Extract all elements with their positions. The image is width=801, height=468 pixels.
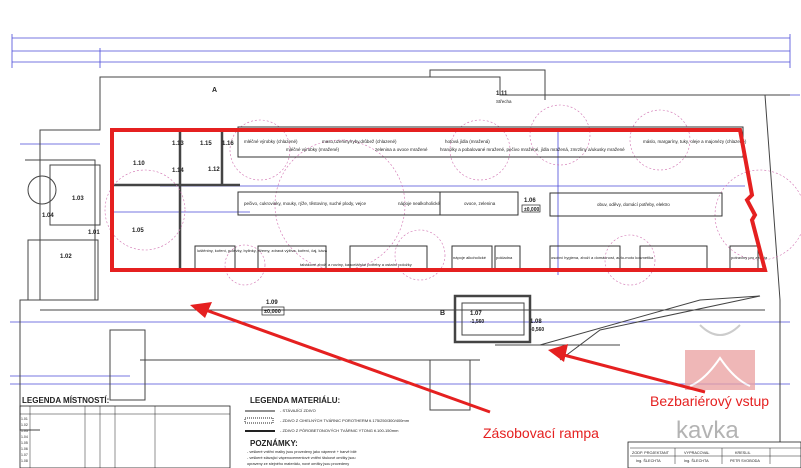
material-legend: LEGENDA MATERIÁLU: - STÁVAJÍCÍ ZDIVO - Z… (244, 396, 410, 466)
room-level: -0,560 (530, 327, 544, 333)
legend-row: 1.05 (21, 441, 28, 445)
note-item: opraveny ze stejného materiálu, nové omí… (247, 462, 349, 466)
shelf-label: tabákové zboží a noviny, kancelářské pot… (300, 262, 412, 267)
room-label: 1.04 (42, 213, 54, 219)
shelf-label: hranolky a pobalované mražené, pečivo mr… (440, 147, 625, 152)
material-item: - ZDIVO Z PÓROBETONOVÝCH TVÁRNIC YTONG t… (280, 428, 399, 433)
room-level: ±0,000 (524, 207, 539, 213)
room-level: ±0,000 (264, 309, 281, 315)
room-label: 1.11 (496, 91, 508, 97)
title-block-value: Ing. ŠLECHTA (636, 458, 661, 463)
room-label: 1.02 (60, 254, 72, 260)
title-block: ZODP. PROJEKTANT VYPRACOVAL KRESLIL Ing.… (627, 441, 801, 468)
title-block-value: Ing. ŠLECHTA (684, 458, 709, 463)
room-label: 1.08 (530, 319, 542, 325)
shelf-label: osobní hygiena, zboží a domácnost, auto-… (551, 255, 654, 260)
legend-row: 1.08 (21, 459, 28, 463)
shelf-label: ovoce, zelenina (464, 201, 496, 206)
material-item: - STÁVAJÍCÍ ZDIVO (280, 408, 316, 413)
title-block-header: ZODP. PROJEKTANT (632, 451, 670, 455)
room-level: -1,560 (470, 319, 484, 325)
shelf-middle-2 (439, 191, 519, 216)
shelf-label: nápoje nealkoholické (398, 201, 441, 206)
shelf-label: mléčné výrobky (mražené) (286, 147, 340, 152)
legend-row: 1.02 (21, 423, 28, 427)
room-label: 1.03 (72, 196, 84, 202)
title-block-header: VYPRACOVAL (684, 451, 709, 455)
title-block-value: PETR SVOBODA (730, 459, 760, 463)
shelf-label: potraviny pro zvířata (731, 255, 768, 260)
note-item: - veškeré stávající vápenocementové vnit… (247, 456, 355, 460)
shelf-middle-3 (549, 192, 723, 217)
shelf-label: luštěniny, koření, polévky, bylinky, dže… (197, 248, 328, 253)
annotation-barrier-free: Bezbariérový vstup (650, 393, 769, 409)
shelf-label: hotová jídla (mražená) (445, 139, 490, 144)
sales-area-highlight (110, 128, 768, 272)
room-label: 1.12 (208, 167, 220, 173)
room-label: 1.10 (133, 161, 145, 167)
shelf-label: maso,uzeniny/ryby,drůbež (chlazené) (322, 138, 397, 144)
room-label: 1.01 (88, 230, 100, 236)
shelf-label: zelenina a ovoce mražené (375, 147, 428, 152)
note-item: - veškeré vnitřní malby jsou provedeny j… (247, 450, 357, 454)
legend-row: 1.03 (21, 429, 28, 433)
room-label: 1.09 (266, 300, 278, 306)
legend-row: 1.07 (21, 453, 28, 457)
shelf-label: mléčné výrobky (chlazené) (244, 139, 298, 144)
shelf-label: máslo, margaríny, tuky, oleje a majonézy… (643, 139, 747, 144)
title-block-header: KRESLIL (735, 451, 751, 455)
shelves (194, 126, 759, 271)
room-legend-title: LEGENDA MÍSTNOSTÍ: (22, 396, 109, 405)
room-label: 1.05 (132, 228, 144, 234)
dimension-lines (10, 34, 800, 385)
notes-title: POZNÁMKY: (250, 439, 298, 448)
room-label: 1.06 (524, 198, 536, 204)
room-legend: LEGENDA MÍSTNOSTÍ: 1.01 1.02 1.03 1.04 1… (19, 396, 231, 468)
legend-row: 1.01 (21, 417, 28, 421)
room-label: 1.16 (222, 141, 234, 147)
svg-text:kavka: kavka (676, 417, 739, 444)
room-label: 1.15 (200, 141, 212, 147)
shelf-label: obuv, oděvy, domácí potřeby, elektro (597, 202, 670, 207)
material-legend-title: LEGENDA MATERIÁLU: (250, 396, 340, 405)
shelf-label: pečivo, cukrovinky, mouky, rýže, těstovi… (244, 201, 366, 206)
room-name: Střecha (496, 99, 512, 104)
room-label: 1.13 (172, 141, 184, 147)
legend-row: 1.06 (21, 447, 28, 451)
shelf-label: pokladna (496, 255, 513, 260)
shelf-label: nápoje alkoholické (453, 255, 487, 260)
annotation-supply-ramp: Zásobovací rampa (483, 425, 599, 441)
section-mark: B (440, 310, 445, 317)
material-item: - ZDIVO Z CIHELNÝCH TVÁRNIC POROTHERM tl… (280, 418, 410, 423)
room-label: 1.14 (172, 168, 184, 174)
legend-row: 1.04 (21, 435, 28, 439)
watermark-logo: kavka (676, 324, 755, 444)
room-label: 1.07 (470, 311, 482, 317)
annotation-arrows: Zásobovací rampa Bezbariérový vstup (190, 302, 769, 441)
walls (19, 69, 790, 468)
section-mark: A (212, 87, 217, 94)
